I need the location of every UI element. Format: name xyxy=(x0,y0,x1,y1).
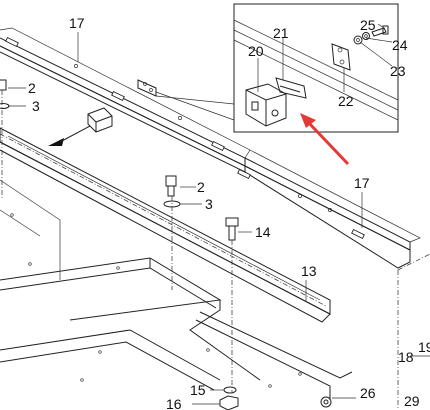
callout-15: 15 xyxy=(190,382,206,398)
part-26 xyxy=(320,396,356,408)
callout-20: 20 xyxy=(248,43,264,59)
callout-16: 16 xyxy=(166,396,182,410)
right-upright xyxy=(397,253,430,410)
callout-14: 14 xyxy=(255,224,271,240)
callout-23: 23 xyxy=(390,63,406,79)
center-screw-assembly xyxy=(163,175,202,290)
callout-17-lower: 17 xyxy=(354,175,370,191)
red-pointer-arrow xyxy=(300,113,350,166)
callout-3-center: 3 xyxy=(205,196,213,212)
callout-29: 29 xyxy=(404,393,420,409)
inset-detail-box xyxy=(233,3,399,133)
callout-21: 21 xyxy=(273,25,289,41)
rail-17-upper xyxy=(0,27,251,173)
channel-13 xyxy=(0,127,331,323)
callout-24: 24 xyxy=(392,37,408,53)
callout-13: 13 xyxy=(301,263,317,279)
callout-22: 22 xyxy=(338,93,354,109)
rail-17-lower xyxy=(237,149,421,269)
bolt-14 xyxy=(225,217,252,392)
callout-18: 18 xyxy=(398,349,414,365)
callout-3-left: 3 xyxy=(32,98,40,114)
callout-26: 26 xyxy=(360,385,376,401)
callout-17-upper: 17 xyxy=(69,15,85,31)
callout-2-center: 2 xyxy=(197,179,205,195)
nut-15-16 xyxy=(192,386,239,410)
base-frame xyxy=(0,179,353,400)
callout-25: 25 xyxy=(360,17,376,33)
plate-on-rail xyxy=(137,79,235,121)
callout-2-left: 2 xyxy=(28,80,36,96)
clamp-part xyxy=(48,107,113,146)
callout-19: 19 xyxy=(418,339,430,355)
